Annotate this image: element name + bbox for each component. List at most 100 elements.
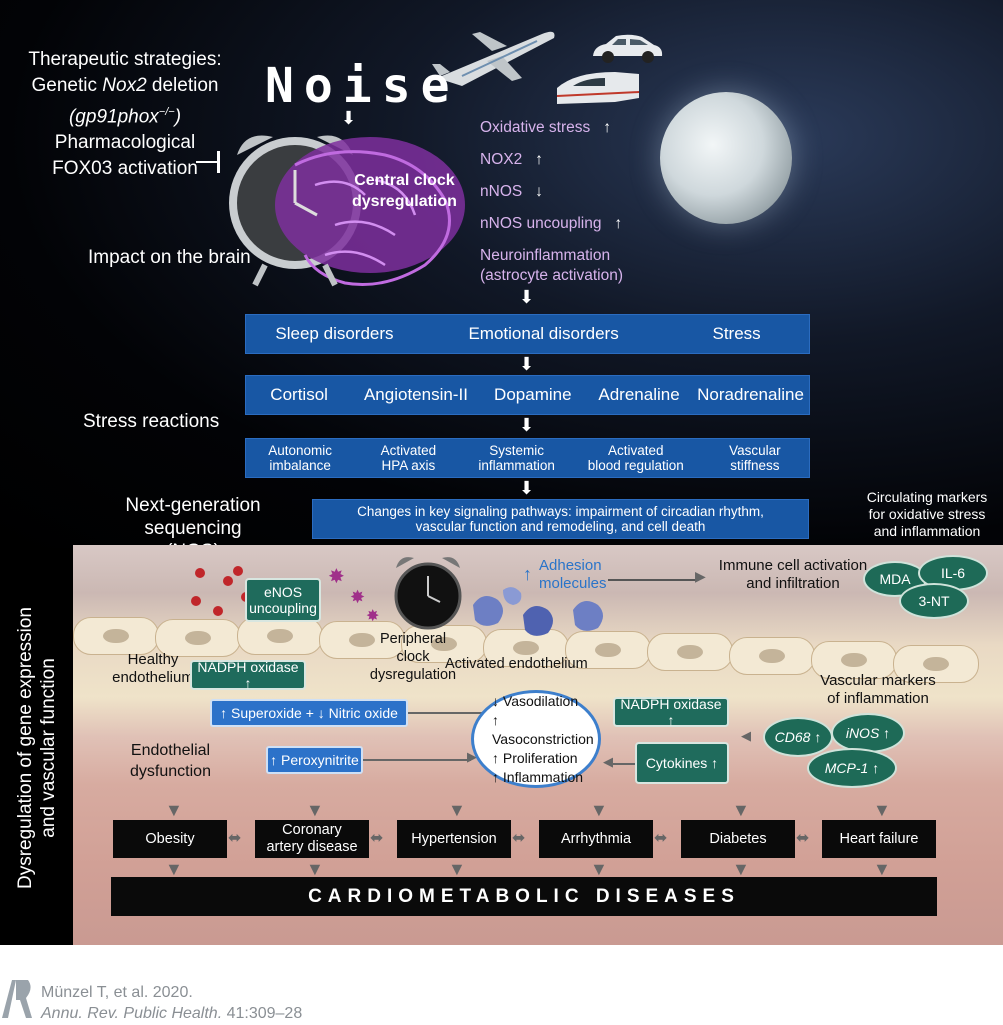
impact-on-brain-label: Impact on the brain <box>88 247 251 268</box>
endothelial-cell <box>893 645 979 683</box>
blood-cells-icon: ✸ ✸ ✸ <box>191 566 379 623</box>
endothelial-cell <box>729 637 815 675</box>
double-arrow-icon: ⬌ <box>796 830 810 847</box>
cytokines-box: Cytokines ↑ <box>635 742 729 784</box>
ngs-label: Next-generation sequencing (NGS) <box>125 495 261 548</box>
immune-cells-icon <box>473 587 603 636</box>
arrow-down-icon: ▼ <box>306 800 324 820</box>
healthy-endothelium-label: Healthy endothelium <box>112 651 194 686</box>
bar-item: Sleep disorders <box>275 324 394 343</box>
effect-inflammation: ↑ Inflammation <box>492 768 584 785</box>
endothelial-cell <box>647 633 733 671</box>
effect-nox2: NOX2 ↑ <box>480 151 543 168</box>
therapeutic-line-3: Pharmacological <box>54 132 196 154</box>
effect-vasodilation: ↓ Vasodilation <box>492 692 579 709</box>
svg-text:✸: ✸ <box>328 566 345 588</box>
brain-panel: Therapeutic strategies: Genetic Nox2 del… <box>0 0 1003 548</box>
bar-item: Stress <box>712 324 761 343</box>
arrow-down-icon: ▼ <box>165 800 183 820</box>
nadph-oxidase-right: NADPH oxidase ↑ <box>613 696 729 728</box>
disease-arrhythmia: Arrhythmia <box>539 820 653 858</box>
arrow-icon: ⬇ <box>519 287 535 307</box>
marker-inos: iNOS ↑ <box>831 713 905 753</box>
effect-neuroinflammation: Neuroinflammation <box>480 247 611 264</box>
central-clock-label: Central clock dysregulation <box>352 172 457 210</box>
double-arrow-icon: ⬌ <box>512 830 526 847</box>
arrow-down-icon: ▼ <box>448 859 466 879</box>
arrow-down-icon: ▼ <box>590 800 608 820</box>
arrow-right-icon: ▶ <box>695 568 706 584</box>
adhesion-molecules-label: ↑ Adhesion molecules <box>523 557 607 592</box>
double-arrow-icon: ⬌ <box>370 830 384 847</box>
vertical-label: Dysregulation of gene expression and vas… <box>15 607 59 890</box>
marker-3nt: 3-NT <box>899 583 969 619</box>
citation-line-1: Münzel T, et al. 2020. <box>41 984 193 1001</box>
disease-diabetes: Diabetes <box>681 820 795 858</box>
superoxide-box: ↑ Superoxide + ↓ Nitric oxide <box>210 699 408 727</box>
arrow-down-icon: ▼ <box>165 859 183 879</box>
adhesion-arrow-line <box>608 579 698 581</box>
arrow-icon: ⬇ <box>519 478 535 498</box>
svg-text:✸: ✸ <box>366 608 379 623</box>
peripheral-clock-icon <box>394 557 462 630</box>
peripheral-clock-label: Peripheral clock dysregulation <box>369 631 457 683</box>
moon-icon <box>660 92 792 224</box>
therapeutic-line-2: (gp91phox−/−) <box>68 106 182 128</box>
therapeutic-line-1: Genetic Nox2 deletion <box>31 75 219 96</box>
marker-mda: MDA <box>863 561 927 597</box>
annual-reviews-logo <box>0 978 34 1020</box>
circulating-markers-label: Circulating markers for oxidative stress… <box>866 489 988 539</box>
endothelial-cell <box>237 617 323 655</box>
marker-cd68: CD68 ↑ <box>763 717 833 757</box>
arrow-left-icon: ◀ <box>741 728 751 743</box>
disease-obesity: Obesity <box>113 820 227 858</box>
brain-effects-list: Oxidative stress ↑ NOX2 ↑ nNOS ↓ nNOS un… <box>480 112 623 286</box>
peroxynitrite-box: ↑ Peroxynitrite <box>266 746 363 774</box>
enos-uncoupling-box: eNOS uncoupling <box>245 578 321 622</box>
therapeutic-title: Therapeutic strategies: <box>28 49 222 70</box>
arrow-line <box>408 712 528 714</box>
therapeutic-line-4: FOX03 activation <box>52 158 198 180</box>
arrow-down-icon: ▼ <box>732 800 750 820</box>
effect-nnos: nNOS ↓ <box>480 183 543 200</box>
bar-item: Emotional disorders <box>468 324 619 343</box>
effect-nnos-uncoupling: nNOS uncoupling ↑ <box>480 215 623 232</box>
effect-proliferation: ↑ Proliferation <box>492 749 578 766</box>
svg-text:✸: ✸ <box>350 587 365 607</box>
activated-endothelium-label: Activated endothelium <box>445 656 588 672</box>
endothelial-cell <box>73 617 159 655</box>
vascular-effects-circle: ↓ Vasodilation ↑ Vasoconstriction ↑ Prol… <box>471 690 601 788</box>
bar-item: Adrenaline <box>598 385 680 404</box>
immune-activation-label: Immune cell activation and infiltration <box>718 557 868 592</box>
disease-hypertension: Hypertension <box>397 820 511 858</box>
inhibition-bar <box>217 151 220 173</box>
vascular-panel: ✸ ✸ ✸ eNOS uncoupling Peripheral clock d… <box>73 545 1003 945</box>
double-arrow-icon: ⬌ <box>654 830 668 847</box>
effect-vasoconstriction: ↑ Vasoconstriction <box>492 711 594 747</box>
effect-oxidative-stress: Oxidative stress ↑ <box>480 119 611 136</box>
disease-heart-failure: Heart failure <box>822 820 936 858</box>
noise-arrow-icon: ⬇ <box>341 108 357 128</box>
train-icon <box>556 72 640 104</box>
arrow-right-icon: ▶ <box>467 749 477 764</box>
endothelial-cell <box>811 641 897 679</box>
therapeutic-strategies: Therapeutic strategies: Genetic Nox2 del… <box>20 47 230 182</box>
arrow-icon: ⬇ <box>519 415 535 435</box>
arrow-down-icon: ▼ <box>590 859 608 879</box>
endothelial-cell <box>319 621 405 659</box>
arrow-down-icon: ▼ <box>306 859 324 879</box>
endothelial-dysfunction-label: Endothelial dysfunction <box>130 742 211 780</box>
arrow-down-icon: ▼ <box>732 859 750 879</box>
bar-item: Dopamine <box>494 385 572 404</box>
airplane-icon <box>432 31 555 86</box>
arrow-down-icon: ▼ <box>873 800 891 820</box>
vertical-label-bar: Dysregulation of gene expression and vas… <box>0 548 73 945</box>
cardiometabolic-banner: CARDIOMETABOLIC DISEASES <box>111 877 937 916</box>
arrow-icon: ⬇ <box>519 354 535 374</box>
endothelial-cell <box>155 619 241 657</box>
